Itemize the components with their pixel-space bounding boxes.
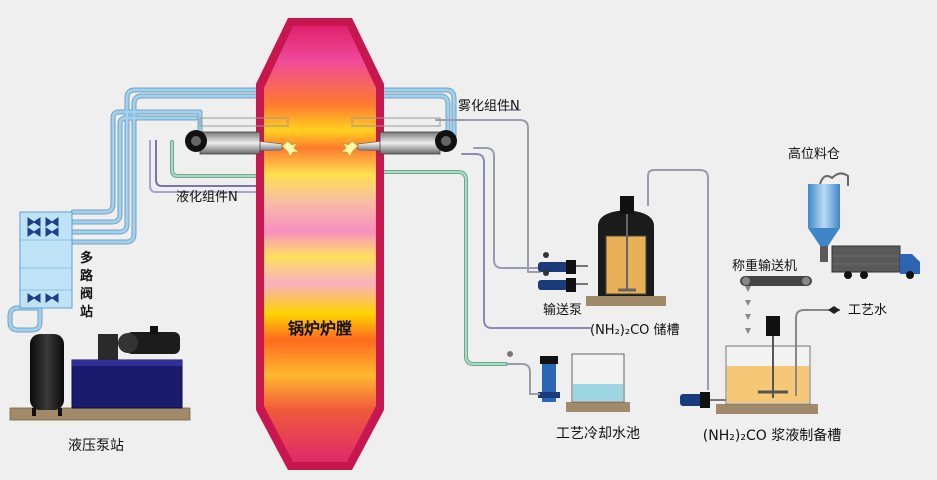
filter xyxy=(98,334,118,360)
agitator-motor xyxy=(620,196,634,214)
motor xyxy=(126,332,180,354)
hydraulic-station-label: 液压泵站 xyxy=(68,438,124,454)
furnace: 锅炉炉膛 xyxy=(256,18,384,470)
valve-station: 多 路 阀 站 xyxy=(19,211,94,320)
agitator-motor xyxy=(766,316,780,336)
valve-icon xyxy=(828,306,840,314)
accumulator-tank xyxy=(30,334,64,410)
slurry-tank: 工艺水 (NH₂)₂CO 浆液制备槽 xyxy=(680,286,887,444)
cooling-pool-label: 工艺冷却水池 xyxy=(556,426,640,442)
transfer-pump-label: 输送泵 xyxy=(543,302,582,318)
flow-arrows xyxy=(745,286,751,334)
pipes-green xyxy=(170,140,508,366)
weigh-conveyor: 称重输送机 xyxy=(732,258,812,286)
valve-station-label-char-2: 路 xyxy=(80,268,94,284)
transfer-pumps: 输送泵 xyxy=(538,252,588,318)
liquefier-label: 液化组件N xyxy=(176,190,238,205)
valve-station-label-char-4: 站 xyxy=(80,304,93,320)
slurry-tank-label: (NH₂)₂CO 浆液制备槽 xyxy=(703,427,841,444)
atomizer-label: 雾化组件N xyxy=(458,99,520,114)
pump-icon xyxy=(538,280,568,290)
storage-tank: (NH₂)₂CO 储槽 xyxy=(586,169,709,390)
cooling-pool: 工艺冷却水池 xyxy=(506,351,640,442)
valve-station-label-char-3: 阀 xyxy=(80,286,93,302)
high-silo-label: 高位料仓 xyxy=(788,146,840,162)
process-water-label: 工艺水 xyxy=(848,303,887,318)
gauge-icon xyxy=(507,351,513,357)
high-silo: 高位料仓 xyxy=(788,146,849,262)
pipes-blue xyxy=(7,87,591,333)
oil-tank xyxy=(71,359,183,409)
spray-icon xyxy=(281,140,300,158)
pipes-purple xyxy=(149,140,258,193)
furnace-label: 锅炉炉膛 xyxy=(288,319,352,338)
valve-icon xyxy=(27,217,59,303)
cooling-pump xyxy=(538,356,560,402)
truck xyxy=(831,245,920,279)
left-atomizer-assembly xyxy=(185,117,300,158)
hydraulic-station: 液压泵站 xyxy=(9,326,191,454)
pump-icon xyxy=(538,262,568,272)
spray-icon xyxy=(340,140,359,158)
right-atomizer-assembly xyxy=(340,117,457,158)
weigh-conveyor-label: 称重输送机 xyxy=(732,258,797,274)
storage-tank-label: (NH₂)₂CO 储槽 xyxy=(590,323,680,338)
slurry-pump xyxy=(680,392,710,408)
valve-station-label-char-1: 多 xyxy=(80,250,93,266)
